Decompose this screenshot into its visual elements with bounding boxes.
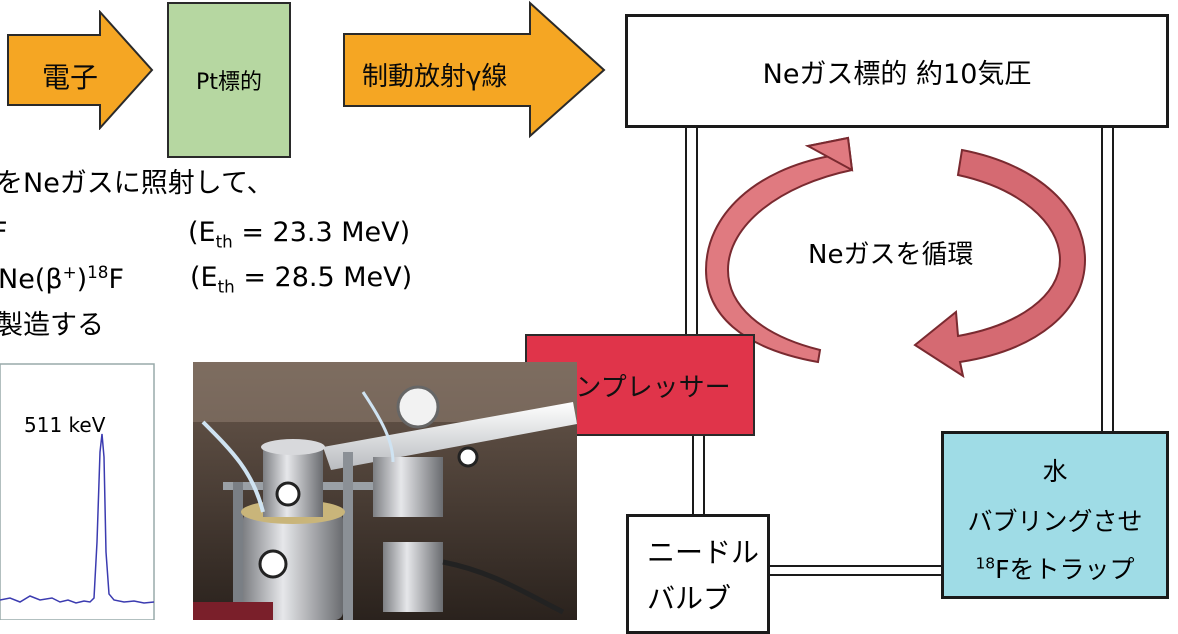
desc-line-3-c: F	[108, 264, 124, 295]
pt-target-box: Pt標的	[167, 2, 291, 158]
desc-line-3-sub: th	[217, 276, 235, 297]
desc-line-2-val: = 23.3 MeV)	[232, 217, 411, 248]
needle-valve-box: ニードル バルブ	[626, 514, 770, 634]
water-trap-box: 水 バブリングさせ 18Fをトラップ	[941, 431, 1169, 599]
compressor-label: コンプレッサー	[549, 372, 731, 403]
bremsstrahlung-label: 制動放射γ線	[362, 62, 508, 92]
electron-arrow	[7, 10, 154, 130]
desc-line-3-sup1: +	[62, 262, 77, 282]
water-trap-line-3-text: Fをトラップ	[995, 555, 1135, 584]
desc-line-2-threshold: (Eth = 23.3 MeV)	[188, 219, 410, 250]
circulate-label: Neガスを循環	[808, 240, 974, 270]
desc-line-3-b: )	[76, 264, 88, 295]
ne-gas-target-label: Neガス標的 約10気圧	[762, 58, 1032, 90]
gamma-spectrum-plot	[0, 363, 155, 620]
desc-line-4: 製造する	[0, 310, 104, 341]
desc-line-2-sub: th	[215, 231, 233, 252]
desc-line-3-eth: (E	[190, 262, 218, 293]
desc-line-2-left: F	[0, 219, 8, 246]
water-trap-line-3: 18Fをトラップ	[944, 550, 1166, 586]
apparatus-photo	[193, 362, 577, 620]
gas-pipes	[685, 128, 1114, 576]
water-trap-line-1: 水	[1042, 457, 1068, 486]
electron-label: 電子	[42, 61, 99, 94]
water-trap-f18-sup: 18	[975, 554, 996, 573]
bremsstrahlung-arrow	[343, 0, 606, 139]
ne-gas-target-box: Neガス標的 約10気圧	[625, 14, 1169, 128]
desc-line-1: をNeガスに照射して、	[0, 168, 274, 199]
water-trap-line-2: バブリングさせ	[967, 507, 1143, 536]
desc-line-3-threshold: (Eth = 28.5 MeV)	[190, 264, 412, 295]
circulation-arrows	[704, 136, 1087, 379]
desc-line-3-left: Ne(β+)18F	[0, 264, 124, 293]
spectrum-peak-label: 511 keV	[24, 413, 106, 437]
desc-line-3-sup2: 18	[87, 262, 109, 282]
desc-line-3-a: Ne(β	[0, 264, 63, 295]
needle-valve-label-2: バルブ	[647, 582, 732, 615]
desc-line-2-eth: (E	[188, 217, 216, 248]
desc-line-3-val: = 28.5 MeV)	[234, 262, 413, 293]
needle-valve-label-1: ニードル	[647, 536, 760, 569]
pt-target-label: Pt標的	[196, 70, 262, 95]
